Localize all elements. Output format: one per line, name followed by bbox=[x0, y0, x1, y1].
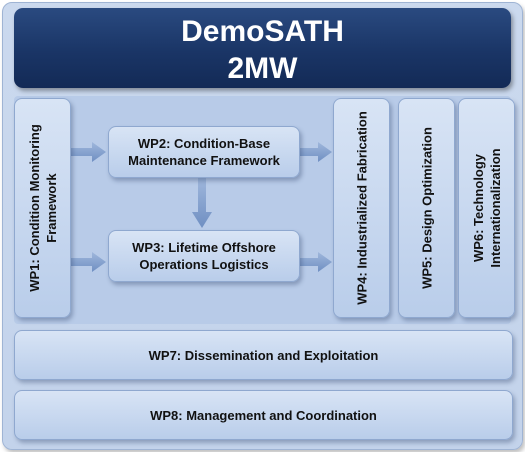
wp7-label: WP7: Dissemination and Exploitation bbox=[148, 347, 379, 363]
wp3-label-line-1: WP3: Lifetime Offshore bbox=[132, 240, 276, 255]
title-line-1: DemoSATH bbox=[181, 15, 344, 48]
wp5-label: WP5: Design Optimization bbox=[419, 127, 434, 289]
wp1-box: WP1: Condition Monitoring Framework bbox=[14, 98, 71, 318]
wp6-box: WP6: Technology Internationalization bbox=[458, 98, 515, 318]
wp6-label-line-1: WP6: Technology bbox=[470, 153, 486, 263]
wp2-label-line-1: WP2: Condition-Base bbox=[137, 136, 271, 151]
wp4-box: WP4: Industrialized Fabrication bbox=[333, 98, 390, 318]
title-line-2: 2MW bbox=[227, 52, 298, 85]
wp4-label: WP4: Industrialized Fabrication bbox=[354, 111, 369, 305]
wp1-label-line-1: WP1: Condition Monitoring bbox=[26, 124, 42, 292]
wp2-label-line-2: Maintenance Framework bbox=[128, 153, 280, 168]
diagram-title: DemoSATH 2MW bbox=[14, 8, 511, 88]
wp3-label-line-2: Operations Logistics bbox=[139, 257, 269, 272]
wp2-box: WP2: Condition-Base Maintenance Framewor… bbox=[108, 126, 300, 178]
wp7-box: WP7: Dissemination and Exploitation bbox=[14, 330, 513, 380]
wp5-box: WP5: Design Optimization bbox=[398, 98, 455, 318]
wp6-label-line-2: Internationalization bbox=[487, 148, 503, 268]
wp1-label-line-2: Framework bbox=[43, 173, 59, 243]
wp8-box: WP8: Management and Coordination bbox=[14, 390, 513, 440]
wp3-box: WP3: Lifetime Offshore Operations Logist… bbox=[108, 230, 300, 282]
wp8-label: WP8: Management and Coordination bbox=[150, 407, 377, 423]
